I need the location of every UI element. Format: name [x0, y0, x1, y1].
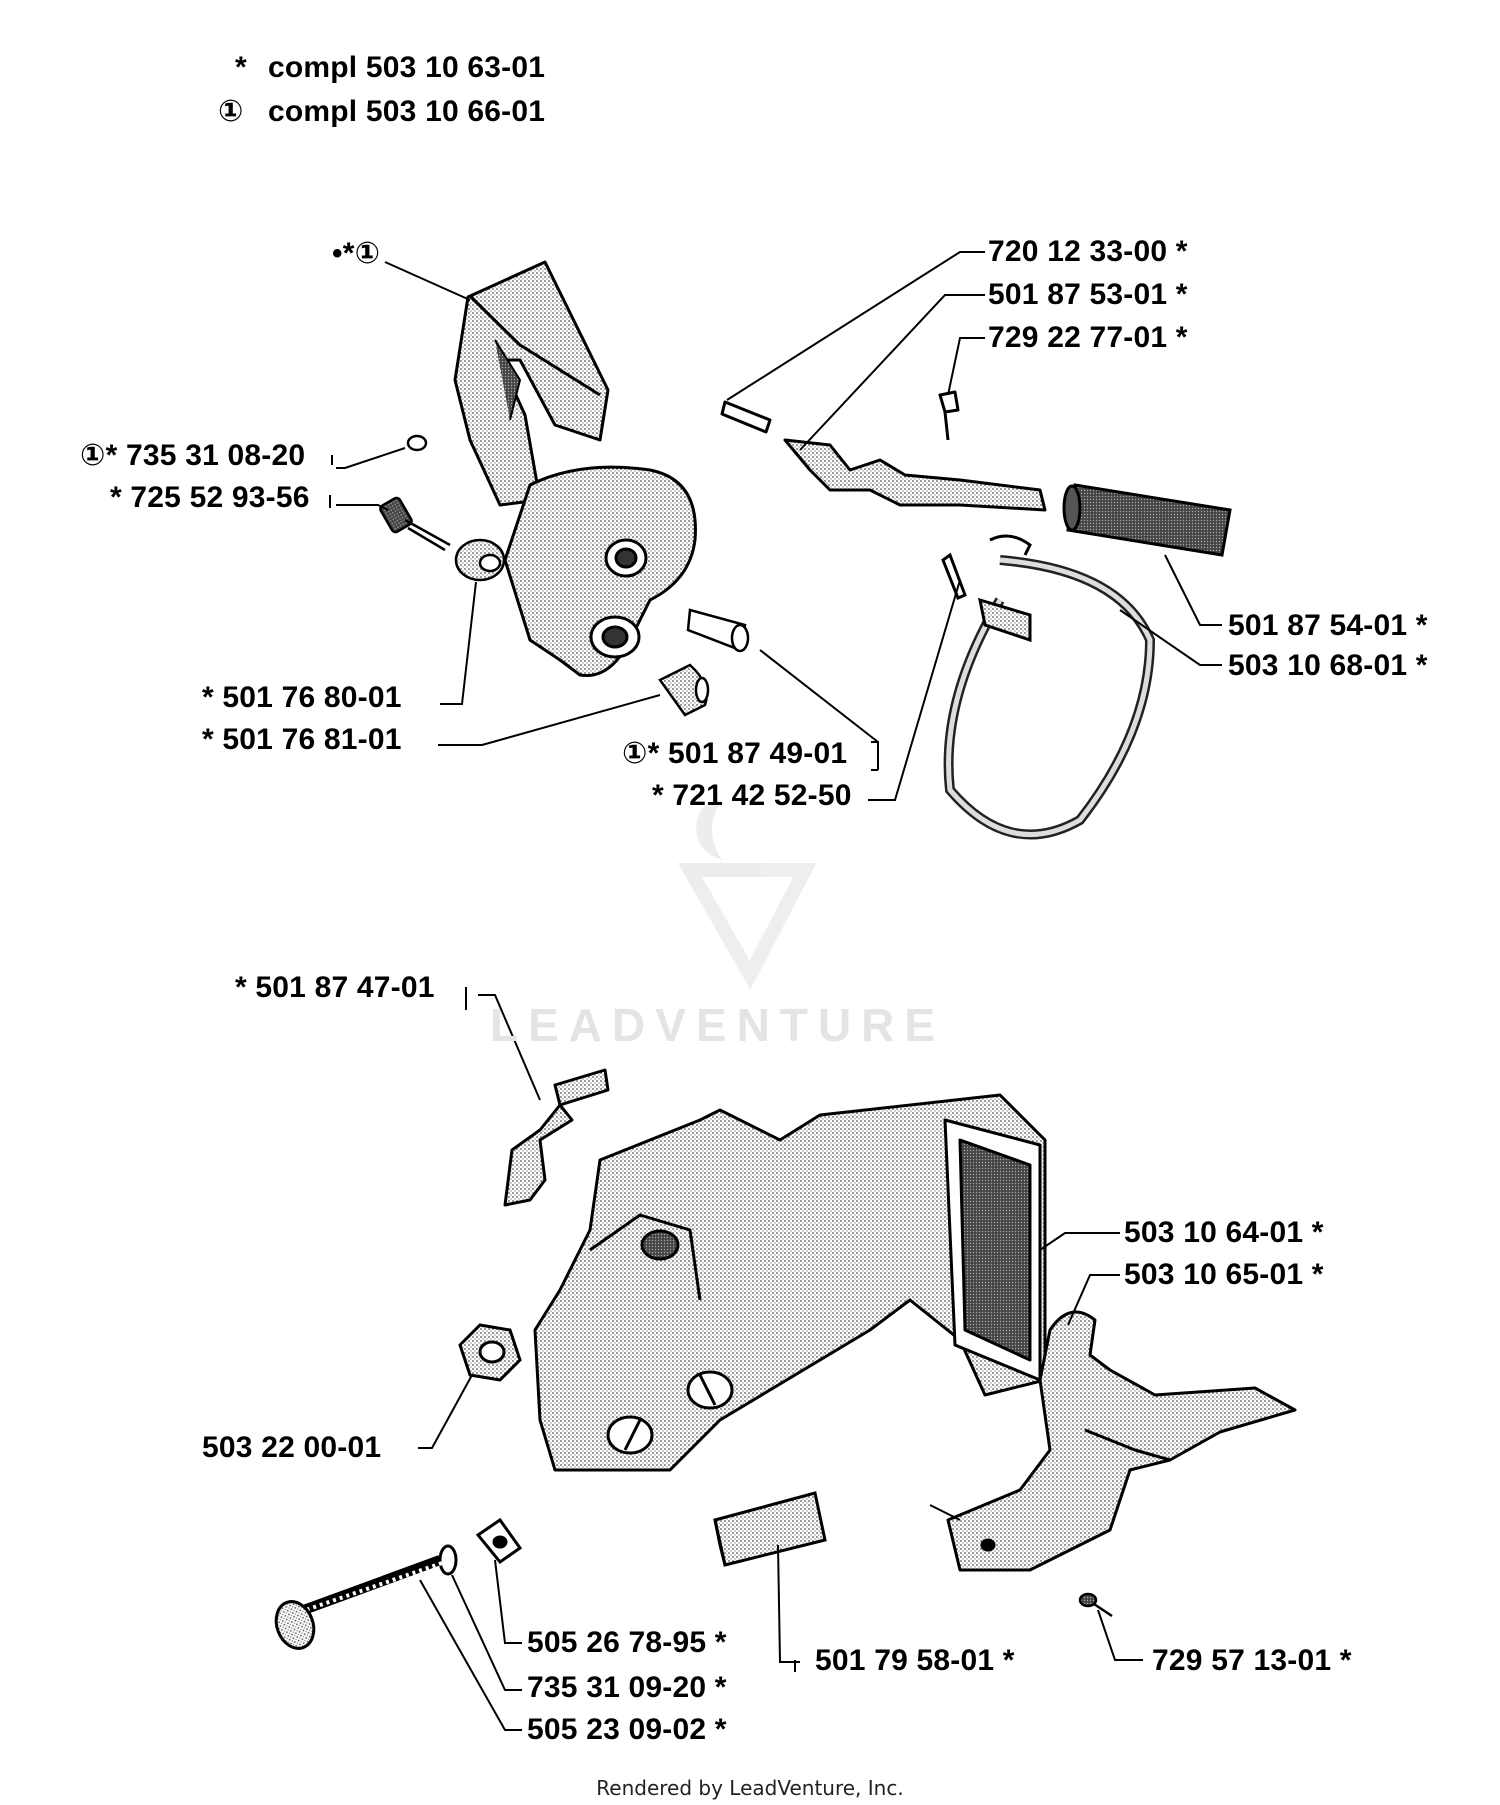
rendered-by-footer: Rendered by LeadVenture, Inc.	[596, 1776, 904, 1800]
label-735-31-09-20: 735 31 09-20 *	[527, 1671, 727, 1704]
legend-symbol-circled-one: ①	[218, 95, 244, 128]
label-729-57-13-01: 729 57 13-01 *	[1152, 1644, 1352, 1677]
label-725-52-93-56: * 725 52 93-56	[110, 481, 310, 514]
spring-501-87-54-01-part	[1062, 483, 1232, 557]
label-503-10-68-01: 503 10 68-01 *	[1228, 649, 1428, 682]
label-729-22-77-01: 729 22 77-01 *	[988, 321, 1188, 354]
label-501-87-47-01: * 501 87 47-01	[235, 971, 435, 1004]
label-503-22-00-01: 503 22 00-01	[202, 1431, 382, 1464]
washer-735-31-08-20-part	[406, 434, 428, 452]
watermark-logo	[677, 800, 817, 990]
washer-735-31-09-20-part	[438, 1544, 458, 1576]
brake-band-part	[941, 534, 1156, 840]
label-503-10-64-01: 503 10 64-01 *	[1124, 1216, 1324, 1249]
label-735-31-08-20: ①* 735 31 08-20	[80, 439, 306, 472]
bushing-501-76-81-01-part	[658, 663, 710, 717]
legend-compl-503-10-66-01: compl 503 10 66-01	[268, 95, 546, 128]
label-501-87-49-01: ①* 501 87 49-01	[622, 737, 848, 770]
brake-housing-part	[503, 465, 697, 678]
label-501-76-81-01: * 501 76 81-01	[202, 723, 402, 756]
label-501-87-53-01: 501 87 53-01 *	[988, 278, 1188, 311]
label-721-42-52-50: * 721 42 52-50	[652, 779, 852, 812]
block-501-79-58-01-part	[713, 1491, 827, 1567]
pin-501-87-49-01-part	[686, 608, 750, 653]
label-501-87-54-01: 501 87 54-01 *	[1228, 609, 1428, 642]
screw-729-57-13-01-part	[1078, 1592, 1113, 1618]
latch-assembly-part	[720, 390, 1047, 512]
watermark-text: LEADVENTURE	[490, 999, 946, 1051]
label-501-76-80-01: * 501 76 80-01	[202, 681, 402, 714]
chain-guard-503-10-65-01-part	[946, 1310, 1297, 1572]
screw-725-52-93-56-part	[379, 496, 451, 552]
plate-501-87-47-01-part	[503, 1068, 610, 1207]
label-505-23-09-02: 505 23 09-02 *	[527, 1713, 727, 1746]
leader-lines	[329, 251, 1222, 1731]
label-503-10-65-01: 503 10 65-01 *	[1124, 1258, 1324, 1291]
label-501-79-58-01: 501 79 58-01 *	[815, 1644, 1015, 1677]
brake-handle-part	[453, 260, 610, 507]
nut-501-76-80-01-part	[454, 538, 506, 582]
callout-brake-handle: •*①	[332, 237, 381, 270]
clutch-cover-housing-part	[533, 1093, 1047, 1472]
label-505-26-78-95: 505 26 78-95 *	[527, 1626, 727, 1659]
legend-compl-503-10-63-01: compl 503 10 63-01	[268, 51, 546, 84]
label-720-12-33-00: 720 12 33-00 *	[988, 235, 1188, 268]
adjuster-screw-505-23-09-02-part	[274, 1555, 446, 1650]
nut-503-22-00-01-part	[458, 1323, 522, 1382]
legend-symbol-star: *	[235, 51, 247, 84]
adjuster-nut-505-26-78-95-part	[475, 1517, 523, 1565]
